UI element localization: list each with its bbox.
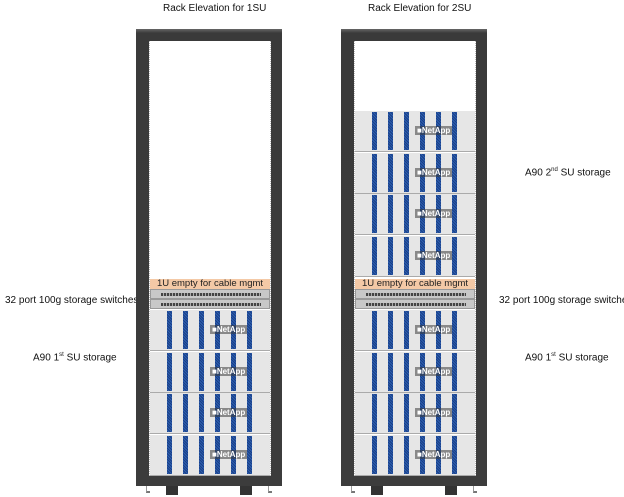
- drive-stripe: [452, 112, 457, 150]
- leveling-foot: [473, 486, 477, 493]
- storage-shelf: ■NetApp: [355, 111, 475, 152]
- drive-stripe: [372, 195, 377, 233]
- netapp-logo: ■NetApp: [415, 408, 453, 417]
- storage-shelf: ■NetApp: [355, 310, 475, 351]
- drive-stripe: [452, 195, 457, 233]
- netapp-logo: ■NetApp: [415, 250, 453, 260]
- netapp-logo: ■NetApp: [210, 366, 248, 376]
- rack-2-title: Rack Elevation for 2SU: [368, 3, 472, 14]
- drive-stripe: [404, 311, 409, 349]
- drive-stripe: [183, 352, 188, 391]
- drive-stripe: [183, 311, 188, 349]
- cable-mgmt-slot: 1U empty for cable mgmt: [355, 279, 475, 289]
- drive-stripe: [199, 352, 204, 391]
- drive-stripe: [452, 394, 457, 432]
- storage-switch: [355, 289, 475, 299]
- drive-stripe: [388, 435, 393, 474]
- drive-stripe: [167, 435, 172, 474]
- storage-shelf: ■NetApp: [150, 434, 270, 476]
- drive-stripe: [167, 352, 172, 391]
- drive-stripe: [404, 195, 409, 233]
- right-storage-2-label: A90 2nd SU storage: [525, 167, 611, 179]
- drive-stripe: [372, 394, 377, 432]
- netapp-logo: ■NetApp: [210, 449, 248, 459]
- netapp-logo: ■NetApp: [210, 325, 248, 334]
- rack-1su: 1U empty for cable mgmt ■NetApp ■NetApp ■Ne…: [136, 29, 282, 486]
- drive-stripe: [247, 352, 252, 391]
- leveling-foot: [351, 486, 355, 493]
- drive-stripe: [388, 153, 393, 192]
- storage-shelf: ■NetApp: [355, 152, 475, 194]
- drive-stripe: [452, 352, 457, 391]
- rack-1-title: Rack Elevation for 1SU: [163, 3, 267, 14]
- storage-shelf: ■NetApp: [150, 351, 270, 393]
- storage-shelf: ■NetApp: [150, 310, 270, 351]
- drive-stripe: [183, 435, 188, 474]
- drive-stripe: [404, 236, 409, 275]
- netapp-logo: ■NetApp: [415, 209, 453, 218]
- right-storage-1-label: A90 1st SU storage: [525, 352, 609, 364]
- drive-stripe: [247, 311, 252, 349]
- drive-stripe: [452, 153, 457, 192]
- drive-stripe: [404, 153, 409, 192]
- drive-stripe: [404, 112, 409, 150]
- rack-caster: [445, 486, 457, 495]
- drive-stripe: [372, 153, 377, 192]
- drive-stripe: [404, 435, 409, 474]
- netapp-logo: ■NetApp: [415, 167, 453, 177]
- netapp-logo: ■NetApp: [210, 408, 248, 417]
- netapp-logo: ■NetApp: [415, 126, 453, 135]
- storage-switch: [150, 289, 270, 299]
- storage-shelf: ■NetApp: [355, 351, 475, 393]
- drive-stripe: [452, 311, 457, 349]
- leveling-foot: [146, 486, 150, 493]
- drive-stripe: [199, 435, 204, 474]
- rack-caster: [371, 486, 383, 495]
- storage-shelf: ■NetApp: [355, 194, 475, 235]
- drive-stripe: [167, 311, 172, 349]
- left-switches-label: 32 port 100g storage switches: [5, 295, 139, 306]
- drive-stripe: [167, 394, 172, 432]
- drive-stripe: [388, 195, 393, 233]
- drive-stripe: [372, 435, 377, 474]
- drive-stripe: [388, 311, 393, 349]
- rack-2su: ■NetApp ■NetApp ■NetApp ■NetApp 1U empty for…: [341, 29, 487, 486]
- drive-stripe: [388, 352, 393, 391]
- drive-stripe: [199, 394, 204, 432]
- storage-switch: [355, 299, 475, 309]
- netapp-logo: ■NetApp: [415, 449, 453, 459]
- drive-stripe: [404, 394, 409, 432]
- storage-shelf: ■NetApp: [355, 235, 475, 277]
- drive-stripe: [247, 435, 252, 474]
- drive-stripe: [199, 311, 204, 349]
- rack-caster: [166, 486, 178, 495]
- left-storage-label: A90 1st SU storage: [33, 352, 117, 364]
- storage-shelf: ■NetApp: [355, 393, 475, 434]
- drive-stripe: [183, 394, 188, 432]
- rack-caster: [240, 486, 252, 495]
- drive-stripe: [452, 236, 457, 275]
- drive-stripe: [404, 352, 409, 391]
- storage-shelf: ■NetApp: [355, 434, 475, 476]
- drive-stripe: [372, 311, 377, 349]
- drive-stripe: [452, 435, 457, 474]
- leveling-foot: [268, 486, 272, 493]
- netapp-logo: ■NetApp: [415, 325, 453, 334]
- netapp-logo: ■NetApp: [415, 366, 453, 376]
- drive-stripe: [372, 236, 377, 275]
- drive-stripe: [247, 394, 252, 432]
- storage-switch: [150, 299, 270, 309]
- right-switches-label: 32 port 100g storage switches: [499, 295, 624, 306]
- drive-stripe: [388, 236, 393, 275]
- drive-stripe: [372, 352, 377, 391]
- drive-stripe: [388, 394, 393, 432]
- cable-mgmt-slot: 1U empty for cable mgmt: [150, 279, 270, 289]
- drive-stripe: [388, 112, 393, 150]
- storage-shelf: ■NetApp: [150, 393, 270, 434]
- drive-stripe: [372, 112, 377, 150]
